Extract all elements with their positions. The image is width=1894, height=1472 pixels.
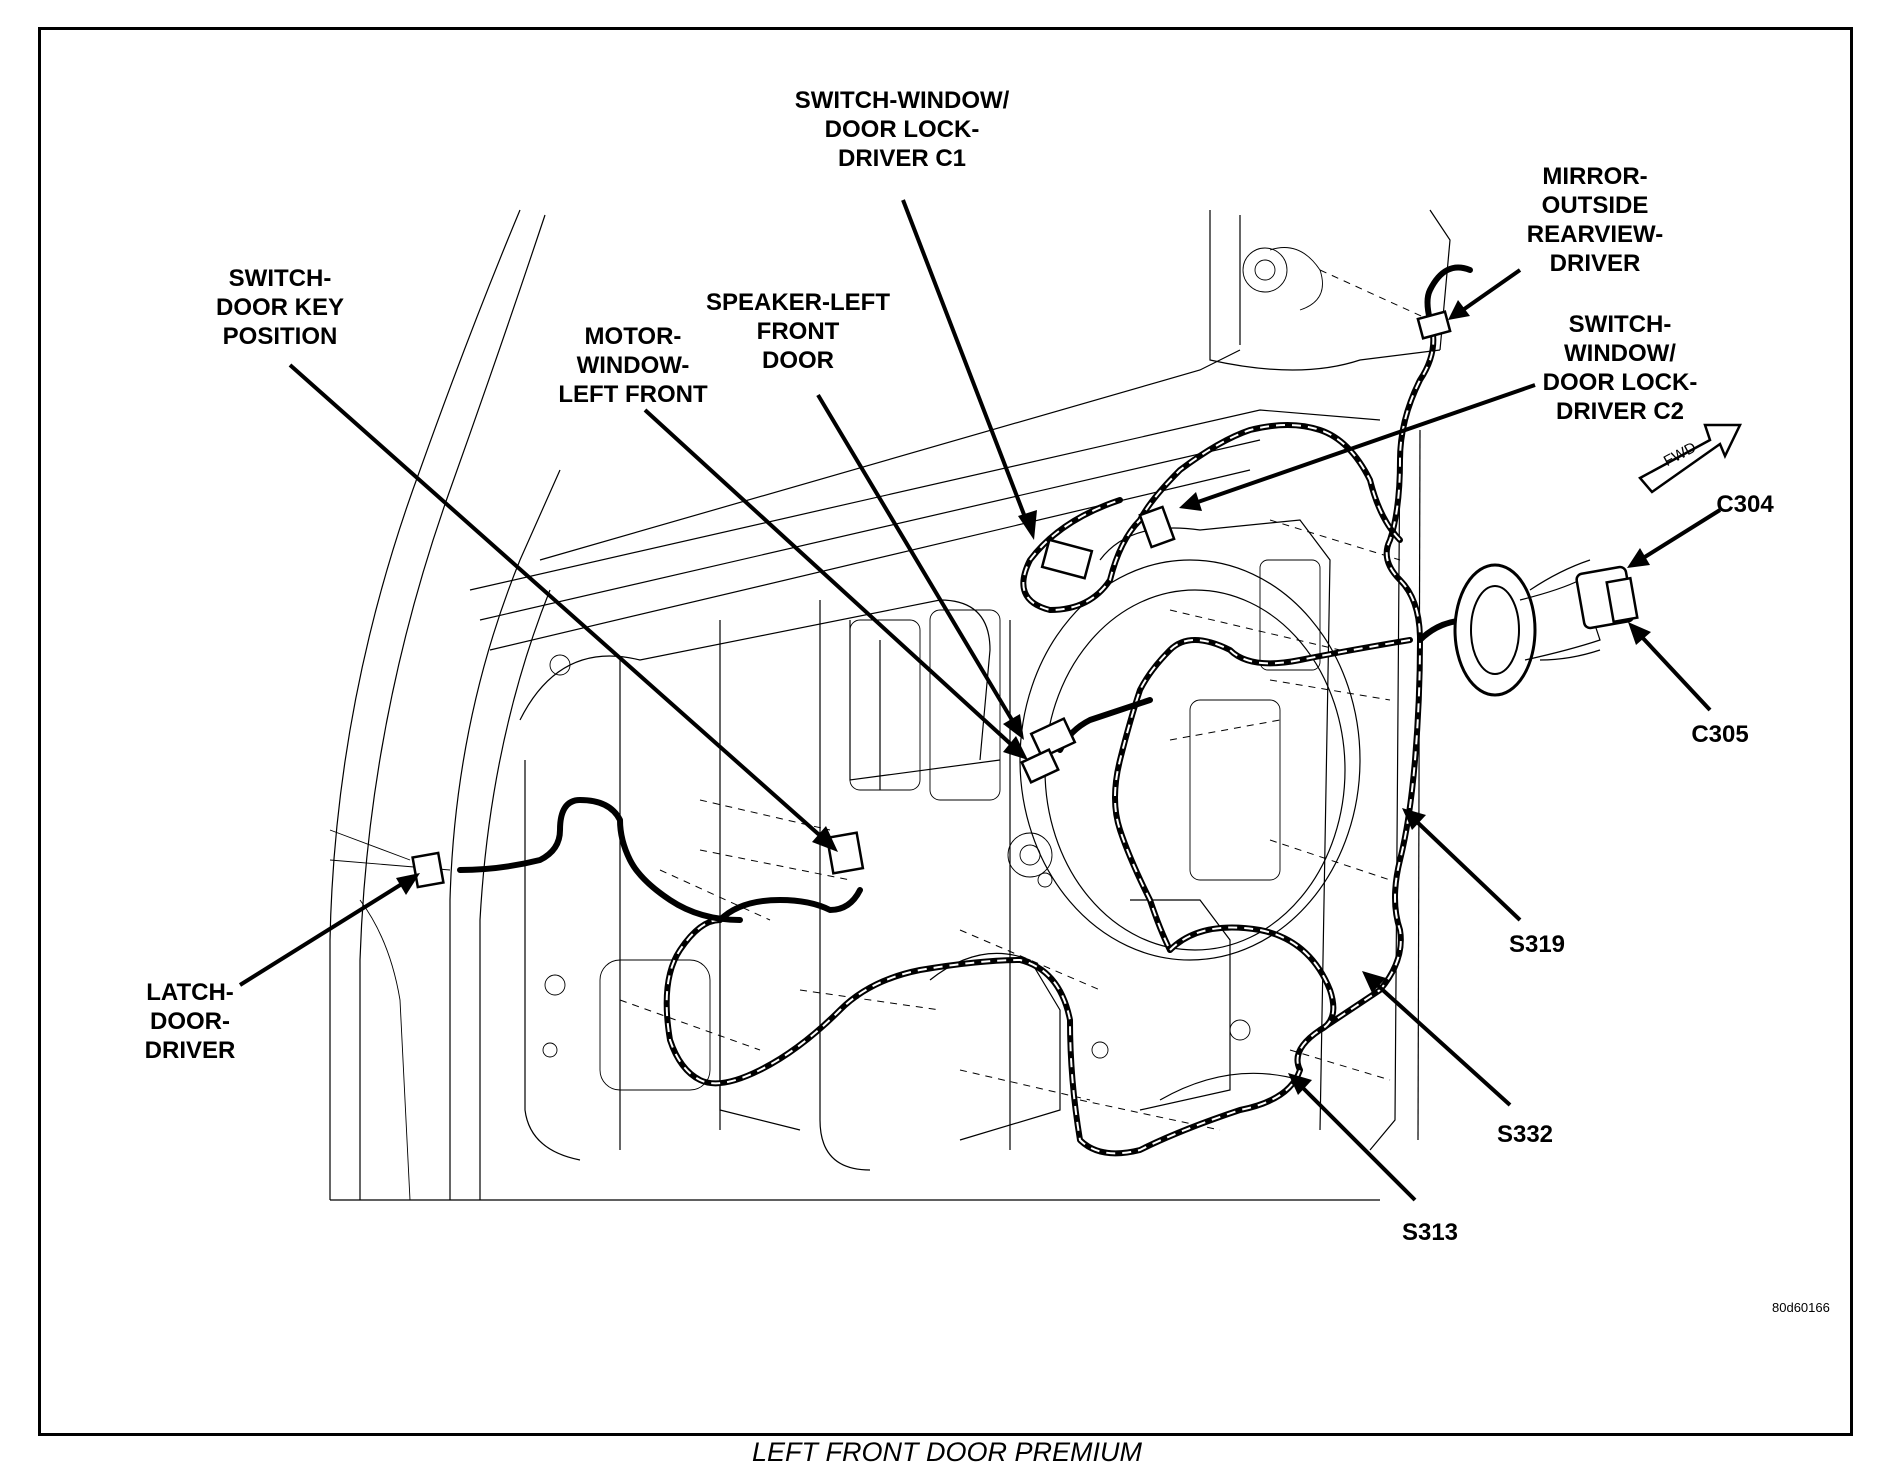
label-speaker-left-front-door: SPEAKER-LEFT FRONT DOOR <box>705 289 890 374</box>
figure-code: 80d60166 <box>1772 1300 1830 1315</box>
diagram-caption: LEFT FRONT DOOR PREMIUM <box>752 1437 1142 1467</box>
label-s332: S332 <box>1496 1121 1554 1148</box>
harness-grommet <box>1453 559 1601 697</box>
label-c304: C304 <box>1716 491 1774 518</box>
connectors <box>411 310 1639 889</box>
diagram-frame <box>38 27 1853 1436</box>
label-switch-door-key-position: SWITCH- DOOR KEY POSITION <box>215 265 344 350</box>
label-s313: S313 <box>1401 1219 1459 1246</box>
label-switch-window-door-lock-driver-c2: SWITCH- WINDOW/ DOOR LOCK- DRIVER C2 <box>1542 311 1698 425</box>
label-latch-door-driver: LATCH- DOOR- DRIVER <box>144 979 236 1064</box>
label-motor-window-left-front: MOTOR- WINDOW- LEFT FRONT <box>558 323 708 408</box>
door-body <box>329 209 1451 1201</box>
label-switch-window-door-lock-driver-c1: SWITCH-WINDOW/ DOOR LOCK- DRIVER C1 <box>794 87 1010 172</box>
fwd-arrow-icon <box>1638 423 1742 494</box>
label-mirror-outside-rearview-driver: MIRROR- OUTSIDE REARVIEW- DRIVER <box>1526 163 1664 277</box>
mounting-lines <box>619 269 1431 1131</box>
label-c305: C305 <box>1691 721 1749 748</box>
leader-arrows <box>238 199 1722 1202</box>
label-s319: S319 <box>1508 931 1566 958</box>
